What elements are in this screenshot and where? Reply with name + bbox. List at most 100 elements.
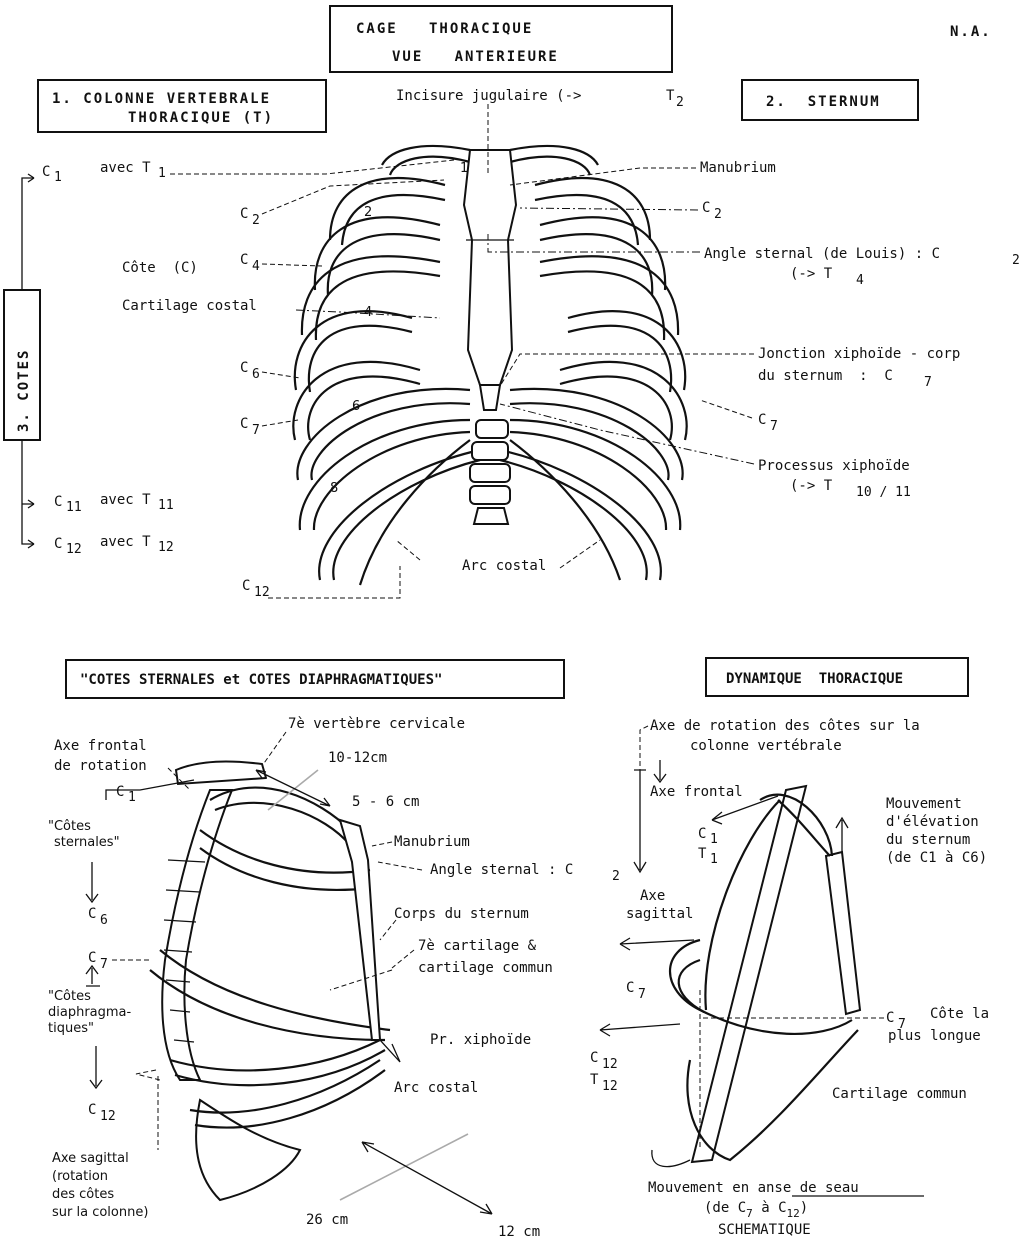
angle-sub: 2 [1012, 253, 1020, 268]
c12-label: C [54, 536, 62, 552]
title-line-1: CAGE THORACIQUE [356, 21, 533, 37]
c7-left-sub: 7 [252, 423, 260, 438]
colonne-box-line-1: 1. COLONNE VERTEBRALE [52, 91, 271, 107]
cotes-diaph-2: diaphragma- [48, 1005, 132, 1020]
arrow-heads-c11-c12 [28, 500, 34, 548]
cotes-sternales-1: "Côtes [48, 819, 91, 834]
axe-frontal-line-2: de rotation [54, 758, 147, 774]
dyn-c1-sub: 1 [710, 832, 718, 847]
lat-angle: Angle sternal : C [430, 862, 573, 878]
lateral-box-label: "COTES STERNALES et COTES DIAPHRAGMATIQU… [80, 672, 442, 688]
c2-left: C [240, 206, 248, 222]
corps-sternum: Corps du sternum [394, 906, 529, 922]
c12-bottom: C [242, 578, 250, 594]
dyn-c7-left-sub: 7 [638, 987, 646, 1002]
cart-line-2: cartilage commun [418, 960, 553, 976]
arc-label: Arc costal [462, 558, 546, 574]
c2-right: C [702, 200, 710, 216]
rib-number-2: 2 [364, 205, 372, 220]
cart-commun: Cartilage commun [832, 1086, 967, 1102]
author-initials: N.A. [950, 24, 992, 40]
axe-sagittal-4: sur la colonne) [52, 1205, 148, 1220]
angle-t-label: (-> T [790, 266, 833, 282]
lat-c7-sub: 7 [100, 957, 108, 972]
anse-line-2: (de C7 à C12) [704, 1200, 808, 1220]
axe-sagittal-1: Axe sagittal [52, 1151, 129, 1166]
c1-sub: 1 [54, 170, 62, 185]
cote-longue-2: plus longue [888, 1028, 981, 1044]
jonction-sub: 7 [924, 375, 932, 390]
rib-number-1: 1 [460, 161, 468, 176]
cote-longue-1: Côte la [930, 1006, 989, 1022]
c12-avec-sub: 12 [158, 540, 174, 555]
dyn-t1: T [698, 846, 707, 862]
axe-rot-line-2: colonne vertébrale [690, 738, 842, 754]
dim-10-12: 10-12cm [328, 750, 387, 766]
anse-line-1: Mouvement en anse de seau [648, 1180, 859, 1196]
dim-12: 12 cm [498, 1224, 540, 1240]
c6-label: C [240, 360, 248, 376]
c11-label: C [54, 494, 62, 510]
dyn-c7-left: C [626, 980, 634, 996]
dyn-t12: T [590, 1072, 599, 1088]
lat-c7: C [88, 950, 96, 966]
bracket-c11-c12 [22, 440, 34, 544]
sternum-shape [464, 150, 516, 385]
dim-5-6: 5 - 6 cm [352, 794, 419, 810]
axe-rot-line-1: Axe de rotation des côtes sur la [650, 718, 920, 734]
dyn-c12: C [590, 1050, 598, 1066]
lat-c1-sub: 1 [128, 790, 136, 805]
jonction-line-1: Jonction xiphoïde - corp [758, 346, 960, 362]
dyn-axe-sag-1: Axe [640, 888, 665, 904]
c1-avec: avec T [100, 160, 151, 176]
incisure-label: Incisure jugulaire (-> [396, 88, 581, 104]
c4-sub: 4 [252, 259, 260, 274]
c7-right: C [758, 412, 766, 428]
axe-sagittal-2: (rotation [52, 1169, 108, 1184]
title-line-2: VUE ANTERIEURE [392, 49, 559, 65]
dim-26: 26 cm [306, 1212, 348, 1228]
c7-right-sub: 7 [770, 419, 778, 434]
dyn-t12-sub: 12 [602, 1079, 618, 1094]
angle-t-sub: 4 [856, 273, 864, 288]
mouv-line-2: d'élévation [886, 814, 979, 830]
c1-label: C [42, 164, 50, 180]
dyn-axe-frontal: Axe frontal [650, 784, 743, 800]
jonction-line-2: du sternum : C [758, 368, 893, 384]
dyn-t1-sub: 1 [710, 852, 718, 867]
lat-arc: Arc costal [394, 1080, 478, 1096]
cart-line-1: 7è cartilage & [418, 938, 537, 954]
incisure-t: T [666, 88, 675, 104]
c6-sub: 6 [252, 367, 260, 382]
lat-manubrium: Manubrium [394, 834, 470, 850]
dyn-c7-right: C [886, 1010, 894, 1026]
dynamic-box-label: DYNAMIQUE THORACIQUE [726, 671, 903, 687]
mouv-line-3: du sternum [886, 832, 970, 848]
lat-angle-sub: 2 [612, 869, 620, 884]
lat-xiphoide: Pr. xiphoïde [430, 1032, 531, 1048]
c11-avec: avec T [100, 492, 151, 508]
c2-left-sub: 2 [252, 213, 260, 228]
bracket-c1 [22, 178, 34, 290]
rib-number-6: 6 [352, 399, 360, 414]
c11-sub: 11 [66, 500, 82, 515]
lat-c6-sub: 6 [100, 913, 108, 928]
cotes-sternales-2: sternales" [54, 835, 120, 850]
angle-label: Angle sternal (de Louis) : C [704, 246, 940, 262]
c12-avec: avec T [100, 534, 151, 550]
cotes-diaph-1: "Côtes [48, 989, 91, 1004]
sternum-box-label: 2. STERNUM [766, 94, 881, 110]
colonne-box-line-2: THORACIQUE (T) [128, 110, 274, 126]
c4-label: C [240, 252, 248, 268]
c1-avec-sub: 1 [158, 166, 166, 181]
thorax-lateral-view [150, 762, 492, 1214]
cotes-side-label: 3. COTES [16, 349, 32, 432]
lat-c1: C [116, 784, 124, 800]
axe-sagittal-3: des côtes [52, 1187, 114, 1202]
dyn-c12-sub: 12 [602, 1057, 618, 1072]
thorax-dynamic-schema [600, 786, 860, 1167]
lat-c12-sub: 12 [100, 1109, 116, 1124]
cotes-diaph-3: tiques" [48, 1021, 94, 1036]
